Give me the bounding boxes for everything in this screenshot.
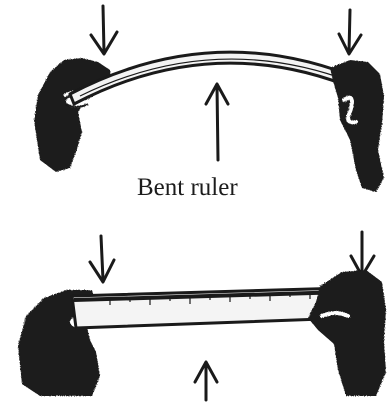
center-up-arrow-bottom — [195, 362, 217, 400]
right-down-arrow-bottom — [351, 232, 374, 276]
straight-ruler-figure — [18, 232, 386, 400]
right-hand-top — [330, 60, 384, 192]
straight-ruler — [72, 288, 350, 328]
left-down-arrow-top — [91, 6, 117, 54]
right-down-arrow-top — [339, 10, 361, 54]
center-up-arrow-top — [206, 84, 228, 160]
left-hand-top — [34, 58, 112, 172]
bent-ruler-caption: Bent ruler — [137, 174, 238, 202]
left-down-arrow-bottom — [90, 236, 114, 282]
right-hand-bottom — [308, 270, 386, 396]
bent-ruler-figure — [34, 6, 384, 192]
